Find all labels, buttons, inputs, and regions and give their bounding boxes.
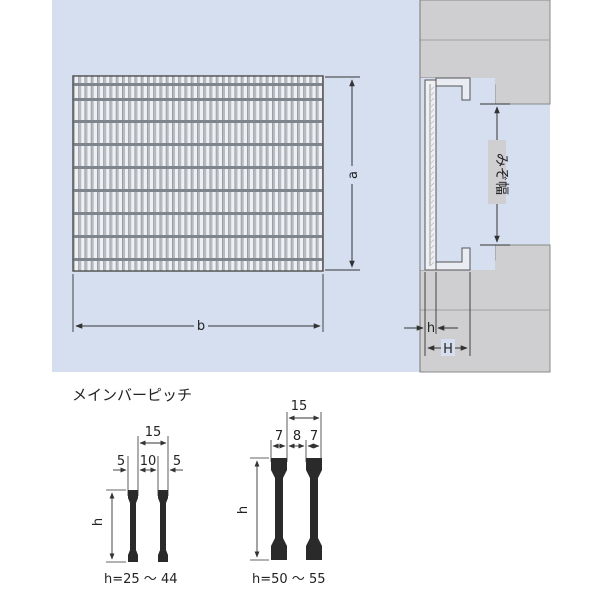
dimension-b: b [72,274,324,334]
grating-main-bar [106,76,110,271]
grating-main-bar [156,76,160,271]
grating-main-bar [162,76,167,271]
grating-cross-bar [73,143,323,146]
large-pitch-label: 15 [291,399,308,414]
grating-main-bar [168,76,173,271]
grating-main-bar [250,76,254,271]
grating-main-bar [206,76,210,271]
pitch-diagram-large: 15 7 8 7 h h=50 ～ 55 [236,399,325,587]
grating-main-bar [131,76,135,271]
grating-main-bar [212,76,217,271]
grating-main-bar [137,76,142,271]
grating-main-bar [112,76,117,271]
pitch-diagram-small: 15 5 10 5 h h=25 ～ 44 [91,425,183,587]
grating-main-bar [175,76,179,271]
large-bar-right [306,458,322,560]
grating-main-bar [318,76,323,271]
grating-main-bar [93,76,98,271]
grating-main-bar [281,76,285,271]
groove-width-label: みぞ幅 [493,153,509,195]
grating-cross-bar [73,258,323,261]
grating-main-bar [275,76,279,271]
dimension-groove-width: みぞ幅 [480,103,510,246]
dimension-a: a [325,76,361,271]
small-height-label: h [91,518,106,526]
grating-cross-bar [73,166,323,169]
dim-b-label: b [197,319,205,334]
small-bar-right [158,490,168,562]
grating-main-bar [187,76,192,271]
grating-cross-bar [73,83,323,86]
large-height-label: h [236,506,251,514]
small-pitch-label: 15 [145,425,162,440]
grating-cross-bars [73,83,323,261]
small-gap-right: 5 [173,454,181,469]
small-gap-center: 10 [140,454,157,469]
grating-main-bar [268,76,273,271]
grating-main-bar [118,76,123,271]
small-range-label: h=25 ～ 44 [104,572,177,587]
large-gap-right: 7 [310,429,318,444]
grating-main-bar [143,76,148,271]
dimension-h-H: h H [404,272,471,357]
dim-H-label: H [443,342,453,357]
grating-main-bar [300,76,304,271]
large-bar-left [271,458,287,560]
grating-main-bar [218,76,223,271]
grating-main-bar [100,76,104,271]
grating-main-bar [293,76,298,271]
grating-main-bar [150,76,154,271]
grating-cross-bar [73,235,323,238]
grating-main-bar [237,76,242,271]
large-range-label: h=50 ～ 55 [252,572,325,587]
small-bar-left [128,490,138,562]
grating-cross-bar [73,212,323,215]
grating-frame [72,75,324,272]
grating-main-bar [225,76,229,271]
grating-main-bar [312,76,317,271]
grating-main-bar [200,76,204,271]
grating-cross-bar [73,189,323,192]
grating-main-bar [306,76,310,271]
grating-main-bar [287,76,292,271]
grating-main-bars [75,76,323,271]
grating-main-bar [81,76,85,271]
grating-cross-bar [73,120,323,123]
large-gap-left: 7 [275,429,283,444]
small-gap-left: 5 [117,454,125,469]
grating-main-bar [256,76,260,271]
grating-main-bar [262,76,267,271]
grating-main-bar [75,76,79,271]
main-bar-pitch-title: メインバーピッチ [72,386,192,404]
grating-main-bar [87,76,92,271]
grating-main-bar [181,76,185,271]
large-gap-center: 8 [293,429,301,444]
grating-cross-bar [73,98,323,101]
dim-h-label: h [427,321,435,336]
grating-main-bar [193,76,198,271]
grating-main-bar [231,76,235,271]
groove-section-view [419,0,551,373]
grating-main-bar [243,76,248,271]
grating-main-bar [125,76,129,271]
dim-a-label: a [346,171,361,179]
grating-plan-view [72,75,324,272]
